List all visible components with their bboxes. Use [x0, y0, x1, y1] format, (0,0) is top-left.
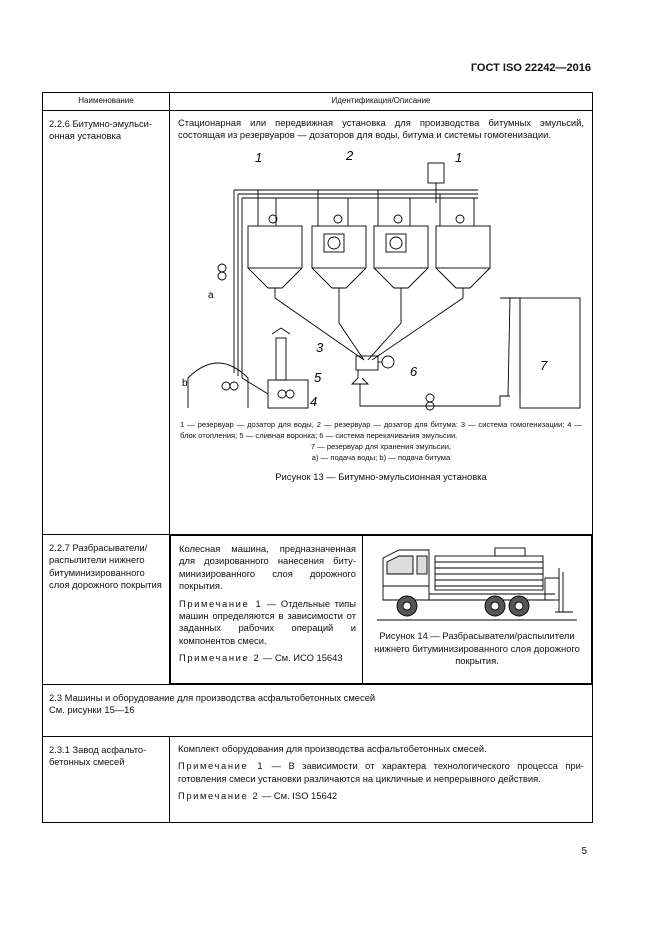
note-1-text: — Отдельные типы машин определяются в за…: [179, 597, 356, 646]
note-1-label: Примечание 1: [179, 597, 263, 609]
figure-13-caption: Рисунок 13 — Битумно-эмульсионная устано…: [275, 470, 487, 482]
split-cell: Колесная машина, предназначенная для доз…: [170, 535, 592, 684]
note-2: Примечание 2 — См. ISO 15642: [178, 790, 584, 802]
description-text: Стационарная или передвижная установка д…: [178, 117, 584, 141]
table-header-row: Наименование Идентификация/Описание: [42, 92, 593, 111]
note-1: Примечание 1 — В зависимости от характер…: [178, 760, 584, 785]
note-2-text: — См. ИСО 15643: [260, 652, 343, 664]
table-row: 2.2.6 Битумно-эмульси­онная установка Ст…: [42, 110, 593, 535]
term-description: Колесная машина, предназначенная для доз…: [169, 534, 593, 685]
column-header-name: Наименование: [42, 92, 170, 111]
column-header-description: Идентификация/Описание: [169, 92, 593, 111]
label-1-right: 1: [455, 150, 462, 165]
label-2: 2: [345, 148, 354, 163]
table-row: 2.3.1 Завод асфальто­бетонных смесей Ком…: [42, 736, 593, 823]
legend-line-3: a) — подача воды; b) — подача битума: [311, 452, 451, 462]
label-5: 5: [314, 370, 322, 385]
figure-13: 1 2 1 3 5 6 7 4 a b: [178, 148, 584, 413]
term-name: 2.3.1 Завод асфальто­бетонных смесей: [42, 736, 170, 823]
sprayer-truck-image: [377, 547, 577, 621]
figure-13-legend: 1 — резервуар — дозатор для воды, 2 — ре…: [178, 419, 584, 463]
section-title: 2.3 Машины и оборудование для производст…: [49, 692, 376, 703]
term-text-column: Колесная машина, предназначенная для доз…: [170, 535, 363, 684]
label-a: a: [208, 290, 214, 301]
label-b: b: [182, 378, 188, 389]
figure-14-caption: Рисунок 14 — Разбрасыватели/распыли­тели…: [374, 630, 580, 667]
page-number: 5: [581, 846, 587, 857]
note-1-label: Примечание 1: [178, 760, 265, 772]
description-text: Комплект оборудования для производства а…: [178, 743, 487, 754]
description-text: Колесная машина, предназначенная для доз…: [179, 543, 356, 592]
section-row: 2.3 Машины и оборудование для производст…: [42, 684, 593, 737]
label-6: 6: [410, 364, 418, 379]
emulsion-plant-diagram: 1 2 1 3 5 6 7 4 a b: [182, 148, 581, 411]
note-2-label: Примечание 2: [179, 652, 261, 664]
note-1: Примечание 1 — Отдельные типы машин опре…: [179, 598, 356, 648]
term-description: Комплект оборудования для производства а…: [169, 736, 593, 823]
note-2: Примечание 2 — См. ИСО 15643: [179, 652, 356, 664]
label-4: 4: [310, 394, 317, 409]
figure-14-column: Рисунок 14 — Разбрасыватели/распыли­тели…: [362, 535, 592, 684]
term-name: 2.2.6 Битумно-эмульси­онная установка: [42, 110, 170, 535]
document-code: ГОСТ ISO 22242—2016: [470, 62, 591, 74]
note-1-text: — В зависимости от характера технологиче…: [178, 760, 584, 784]
legend-line-1: 1 — резервуар — дозатор для воды, 2 — ре…: [180, 419, 582, 440]
label-1-left: 1: [255, 150, 262, 165]
definitions-table: Наименование Идентификация/Описание 2.2.…: [42, 92, 593, 823]
label-3: 3: [316, 340, 324, 355]
table-row: 2.3 Машины и оборудование для производст…: [42, 684, 593, 737]
note-2-text: — См. ISO 15642: [259, 790, 338, 802]
note-2-label: Примечание 2: [178, 790, 260, 802]
label-7: 7: [540, 358, 548, 373]
table-row: 2.2.7 Разбрасыватели/ распылители нижнег…: [42, 534, 593, 685]
section-reference: См. рисунки 15—16: [49, 704, 135, 716]
legend-line-2: 7 — резервуар для хранения эмульсии,: [310, 441, 452, 451]
term-description: Стационарная или передвижная установка д…: [169, 110, 593, 535]
term-name: 2.2.7 Разбрасыватели/ распылители нижнег…: [42, 534, 170, 685]
